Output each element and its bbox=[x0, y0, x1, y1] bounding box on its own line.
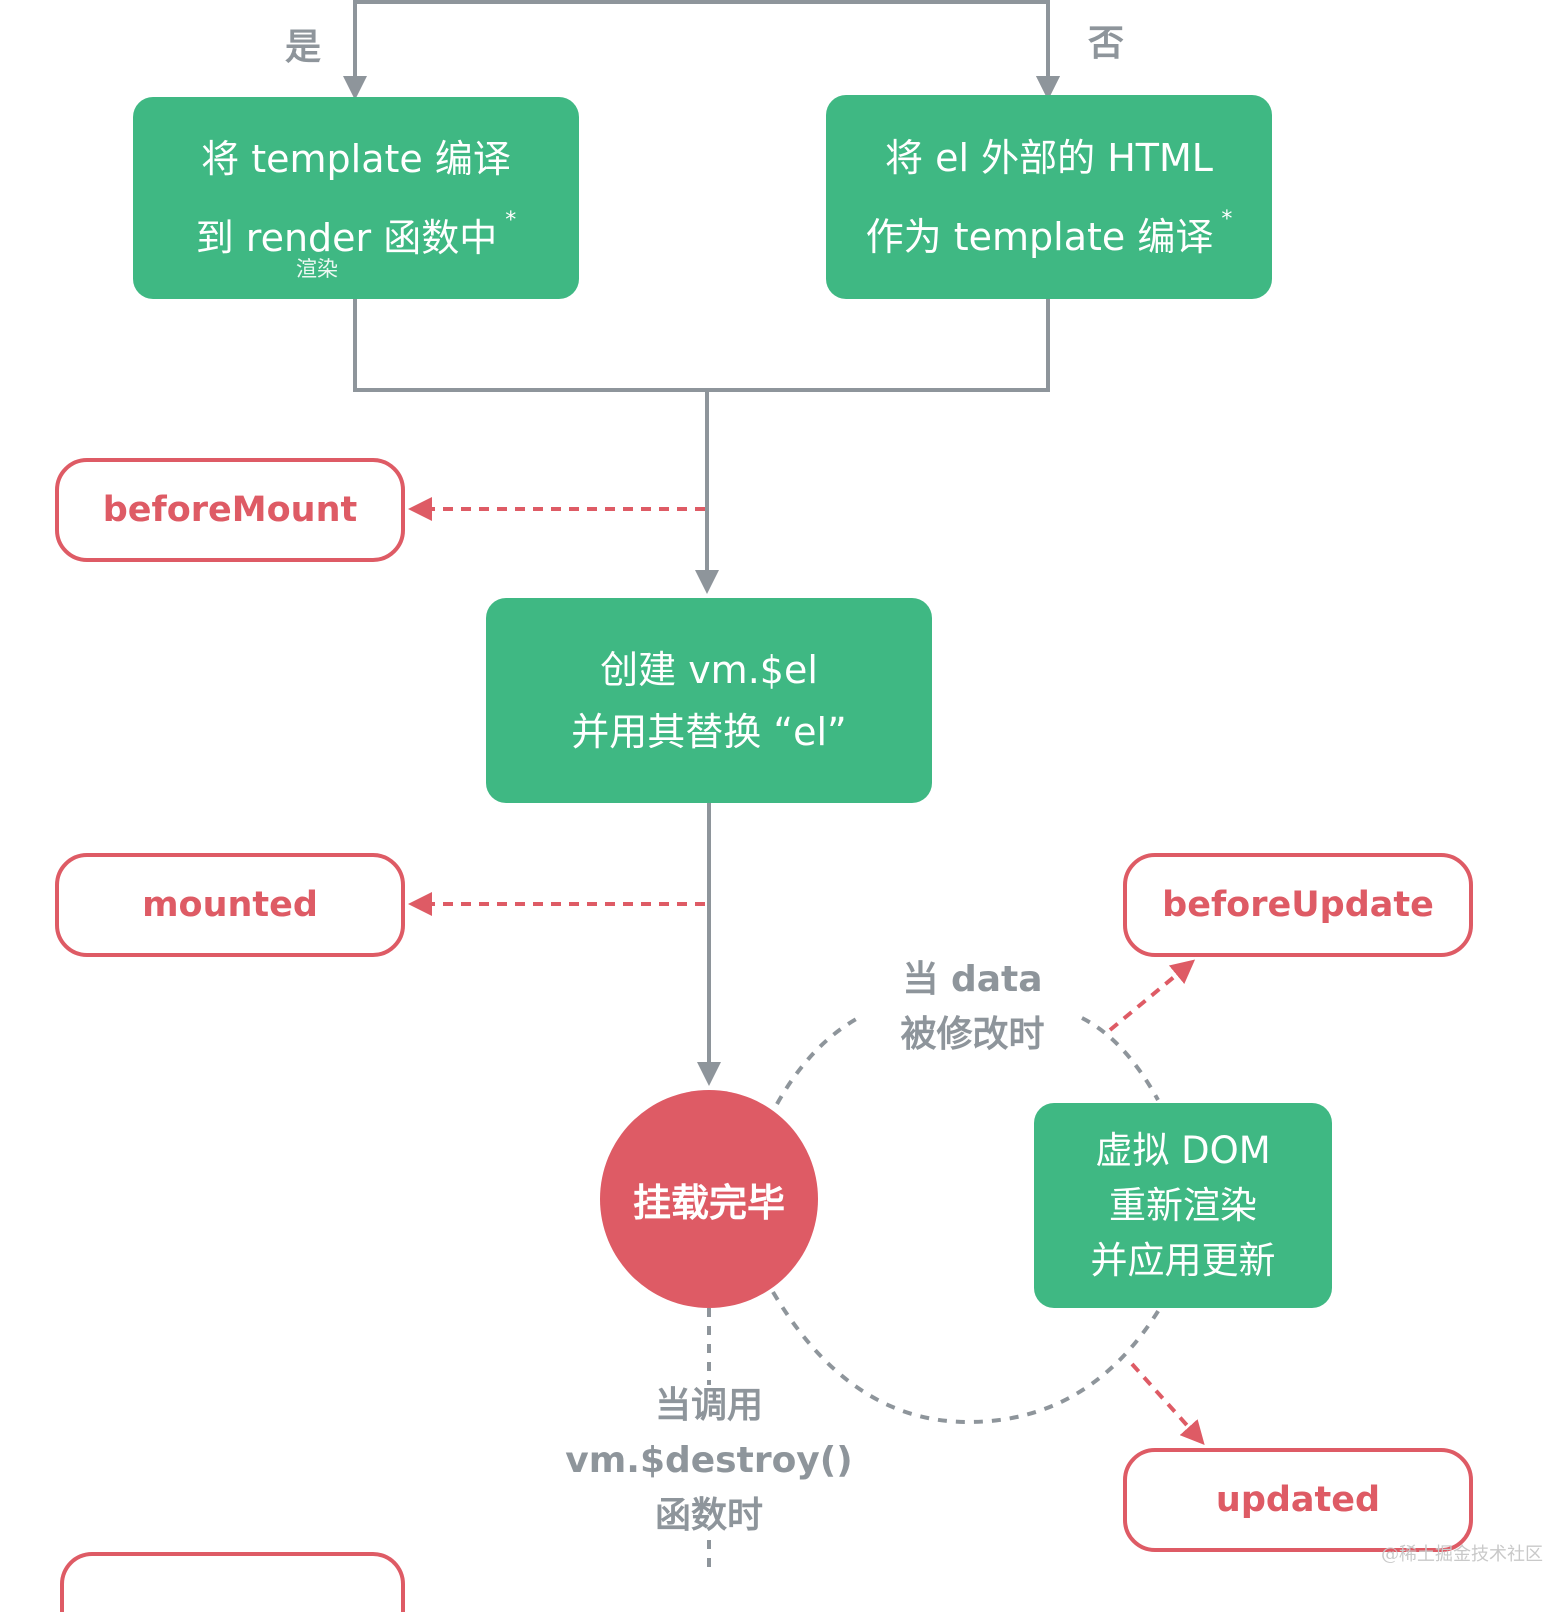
mounted-state-label: 挂载完毕 bbox=[632, 1180, 785, 1225]
updated-hook: updated bbox=[1123, 1448, 1473, 1552]
create-el-line-2: 并用其替换 “el” bbox=[571, 709, 847, 754]
compile-el-line-1: 将 el 外部的 HTML bbox=[885, 135, 1213, 180]
compile-template-note: 渲染 bbox=[296, 257, 338, 281]
merge-line bbox=[353, 298, 1050, 392]
update-cycle-bottom bbox=[771, 1290, 1162, 1425]
vdom-rerender-line-3: 并应用更新 bbox=[1090, 1239, 1276, 1282]
data-changed-line-2: 被修改时 bbox=[900, 1014, 1045, 1055]
compile-template-line-2: 到 render 函数中 bbox=[195, 215, 498, 260]
mounted-state-circle: 挂载完毕 bbox=[600, 1090, 818, 1308]
compile-el-box: 将 el 外部的 HTML 作为 template 编译 * bbox=[826, 95, 1272, 299]
vdom-rerender-line-1: 虚拟 DOM bbox=[1095, 1129, 1271, 1172]
watermark: @稀土掘金技术社区 bbox=[1381, 1544, 1543, 1565]
compile-template-line-1: 将 template 编译 bbox=[201, 136, 511, 181]
compile-template-footnote-mark: * bbox=[505, 207, 517, 233]
call-destroy-line-1: 当调用 bbox=[654, 1385, 763, 1426]
flow-connectors bbox=[343, 0, 1205, 1574]
create-el-line-1: 创建 vm.$el bbox=[600, 647, 818, 692]
updated-hook-line bbox=[1130, 1362, 1205, 1445]
data-changed-label: 当 data 被修改时 bbox=[870, 952, 1075, 1062]
branch-no-label: 否 bbox=[1088, 23, 1125, 64]
mounted-hook: mounted bbox=[55, 853, 405, 957]
before-update-hook-line bbox=[1108, 959, 1196, 1032]
call-destroy-line-2: vm.$destroy() bbox=[565, 1440, 853, 1481]
compile-el-line-2: 作为 template 编译 bbox=[865, 214, 1214, 259]
next-hook-cropped bbox=[60, 1552, 405, 1612]
data-changed-line-1: 当 data bbox=[902, 959, 1043, 1000]
compile-template-box: 将 template 编译 到 render 函数中 * bbox=[133, 97, 579, 299]
branch-yes-label: 是 bbox=[285, 27, 322, 68]
before-mount-hook: beforeMount bbox=[55, 458, 405, 562]
branch-top-line bbox=[353, 0, 1048, 96]
vdom-rerender-box: 虚拟 DOM 重新渲染 并应用更新 bbox=[1034, 1103, 1332, 1308]
call-destroy-line-3: 函数时 bbox=[654, 1495, 763, 1536]
create-el-box: 创建 vm.$el 并用其替换 “el” bbox=[486, 598, 932, 803]
call-destroy-label: 当调用 vm.$destroy() 函数时 bbox=[559, 1378, 859, 1543]
update-cycle-top-left bbox=[775, 1016, 859, 1105]
before-update-hook: beforeUpdate bbox=[1123, 853, 1473, 957]
compile-el-footnote-mark: * bbox=[1221, 206, 1233, 232]
update-cycle-top-right bbox=[1081, 1016, 1160, 1101]
vdom-rerender-line-2: 重新渲染 bbox=[1109, 1184, 1257, 1227]
